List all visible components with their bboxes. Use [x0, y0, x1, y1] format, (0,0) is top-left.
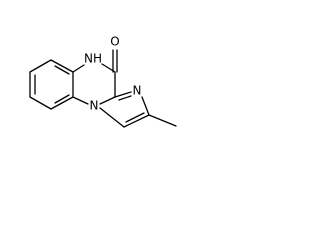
bond-benzene-1 [29, 59, 52, 73]
atom-nh: NH [84, 52, 102, 66]
structure-canvas: O NH N N [0, 0, 224, 150]
atom-oxygen: O [110, 35, 119, 49]
bond-nbridge-c [72, 96, 89, 105]
bond-benzene-5 [29, 96, 52, 110]
bond-benzene-inner-2 [54, 65, 70, 75]
bond-c-nimid [114, 91, 132, 98]
bond-cme-ch-inner [125, 112, 145, 123]
bond-c-nimid-inner [118, 95, 132, 101]
bond-c-nh [72, 64, 85, 73]
bond-cme-ch [123, 114, 150, 128]
atom-n-bridgehead: N [90, 99, 99, 113]
bond-methyl [148, 114, 177, 127]
bond-benzene-2 [50, 59, 74, 73]
chemical-structure: O NH N N [29, 35, 177, 128]
bond-c-nbridge [99, 96, 116, 105]
bond-benzene-inner-3 [54, 94, 70, 104]
atom-n-imidazole: N [133, 84, 142, 98]
bond-nimid-cme [141, 96, 150, 116]
bond-ch-nbridge [99, 107, 125, 128]
bond-benzene-4 [50, 96, 74, 110]
